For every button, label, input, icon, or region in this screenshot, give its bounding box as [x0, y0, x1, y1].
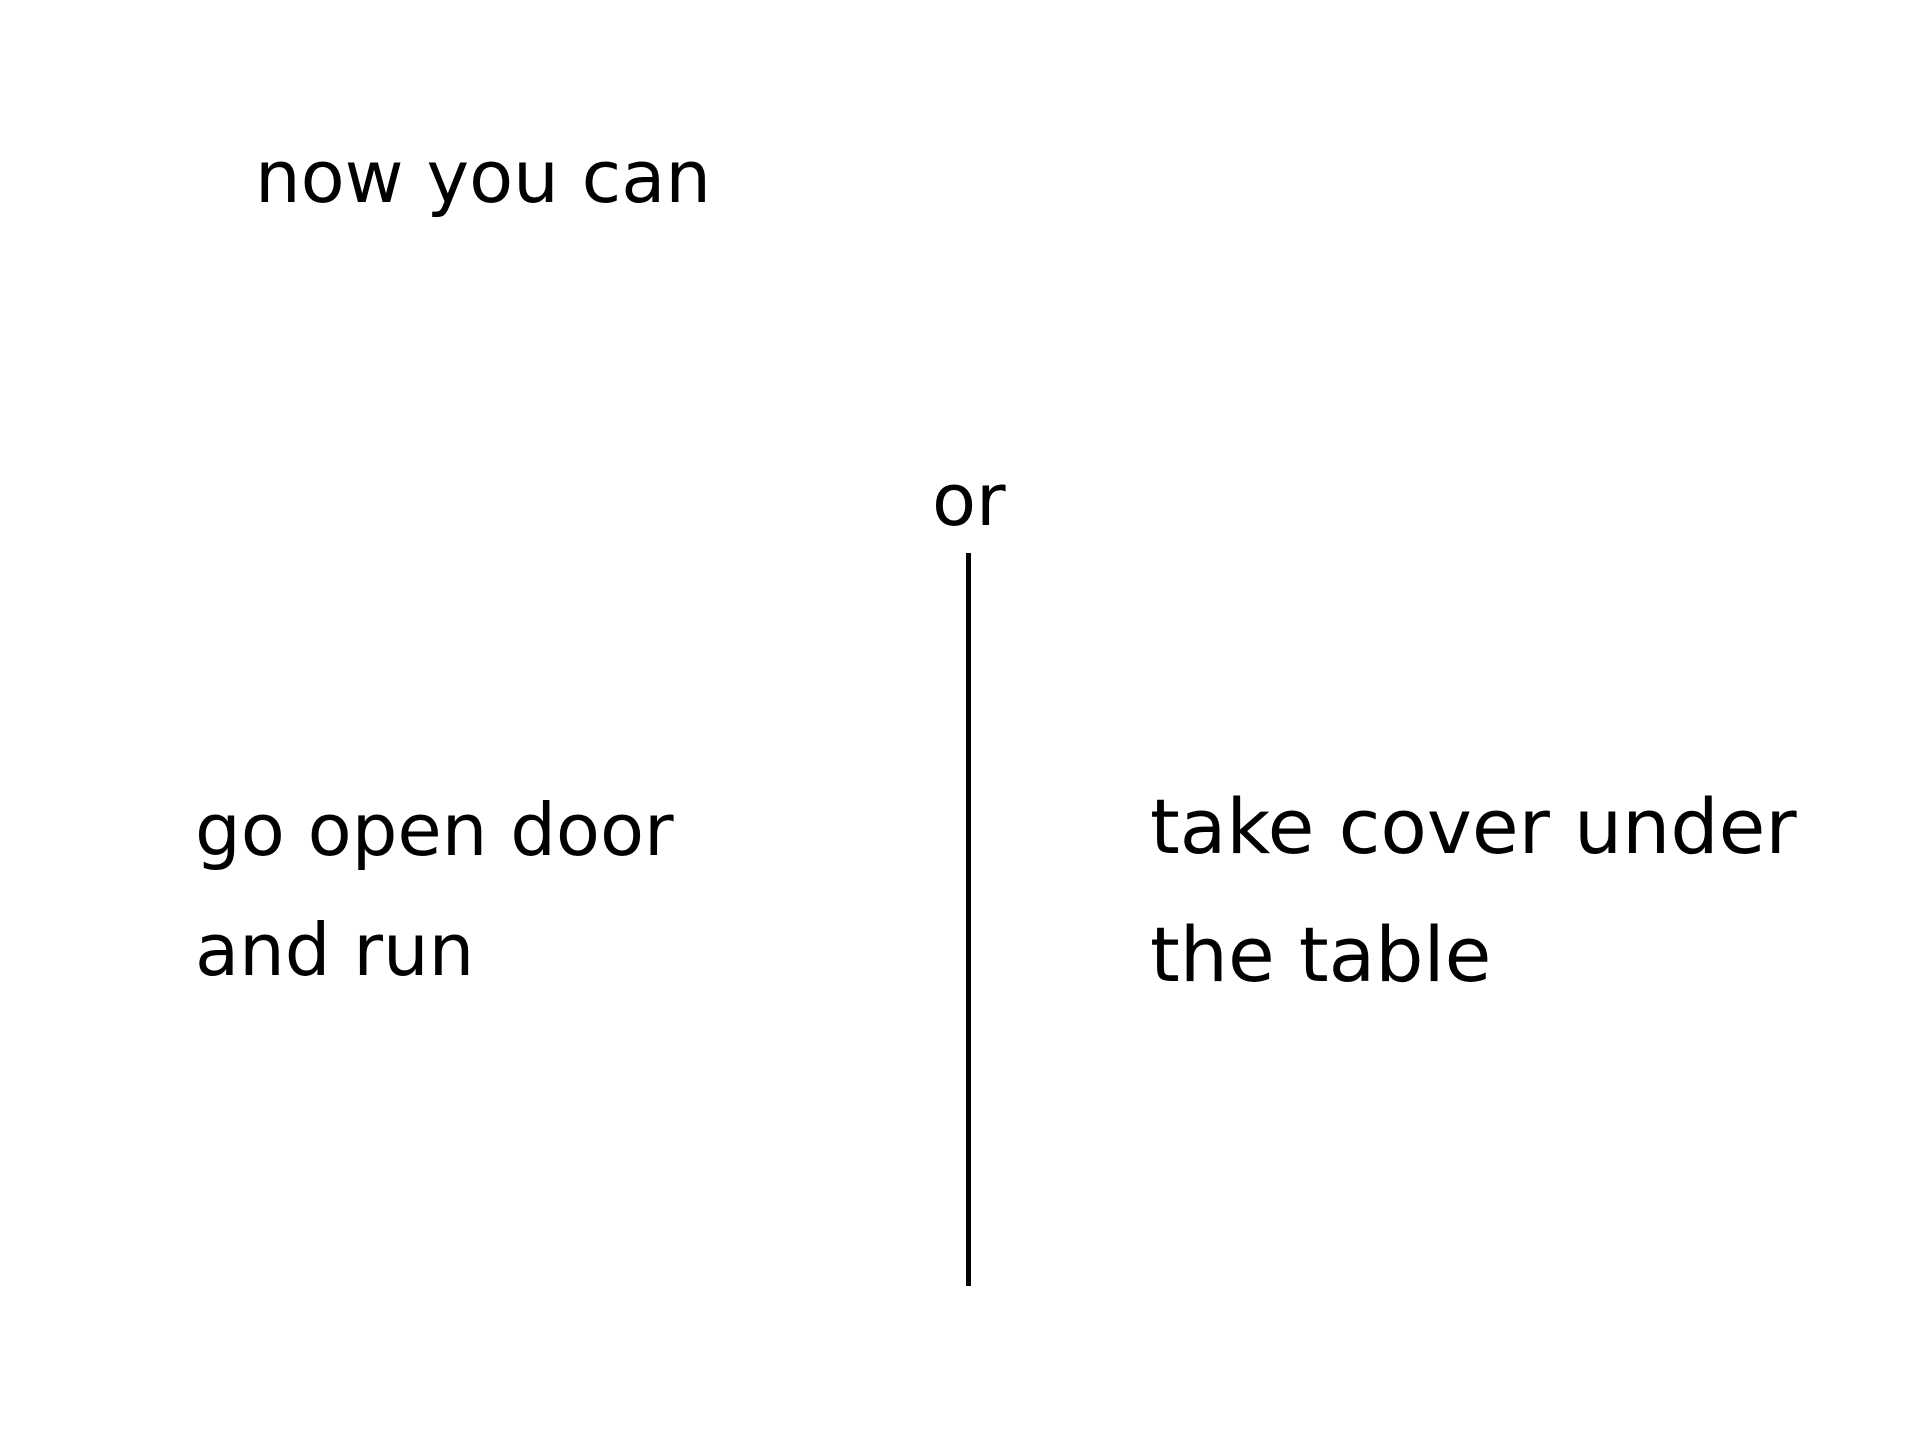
or-label: or — [932, 458, 1006, 542]
left-option: go open door and run — [195, 770, 674, 1010]
left-option-line-2: and run — [195, 908, 475, 992]
vertical-divider — [966, 553, 971, 1286]
heading-text: now you can — [255, 135, 711, 219]
right-option-line-2: the table — [1150, 910, 1492, 999]
right-option-line-1: take cover under — [1150, 782, 1797, 871]
left-option-line-1: go open door — [195, 788, 674, 872]
right-option: take cover under the table — [1150, 763, 1797, 1019]
